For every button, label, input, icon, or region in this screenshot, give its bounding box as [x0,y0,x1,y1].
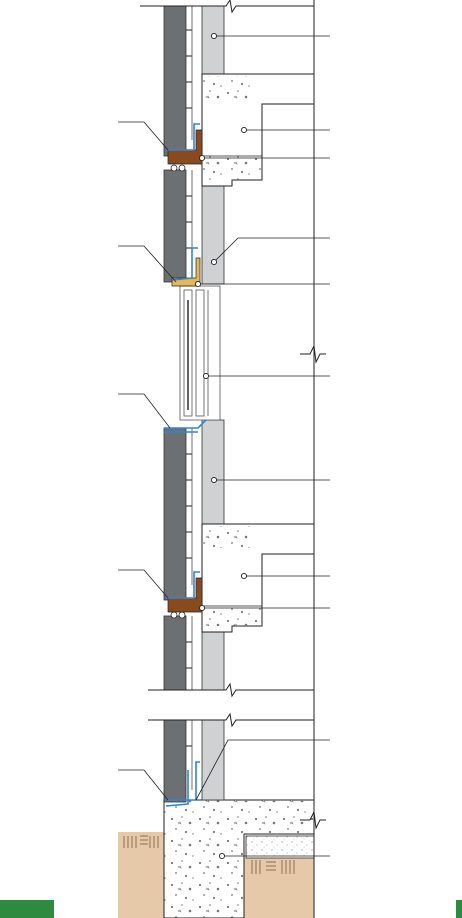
concrete-block-backup [201,5,225,801]
brick-joints [186,29,192,747]
flashings [164,123,207,807]
floor-slab-lower [201,523,315,633]
page-tab-right [456,900,462,918]
leader-dot-icon [194,32,248,860]
zigzag-break-icon [140,0,326,830]
brick-veneer [163,5,187,803]
backer-rods [170,164,186,619]
shelf-angle-lower [167,577,203,613]
soil-left [118,832,164,918]
shelf-angle-upper [167,129,203,165]
soil-right [244,858,314,918]
foundation-wall [163,799,315,918]
page-tab-left [0,900,54,918]
leader-lines-right [195,35,330,857]
leader-lines-left [118,121,177,801]
window-unit [179,285,221,421]
